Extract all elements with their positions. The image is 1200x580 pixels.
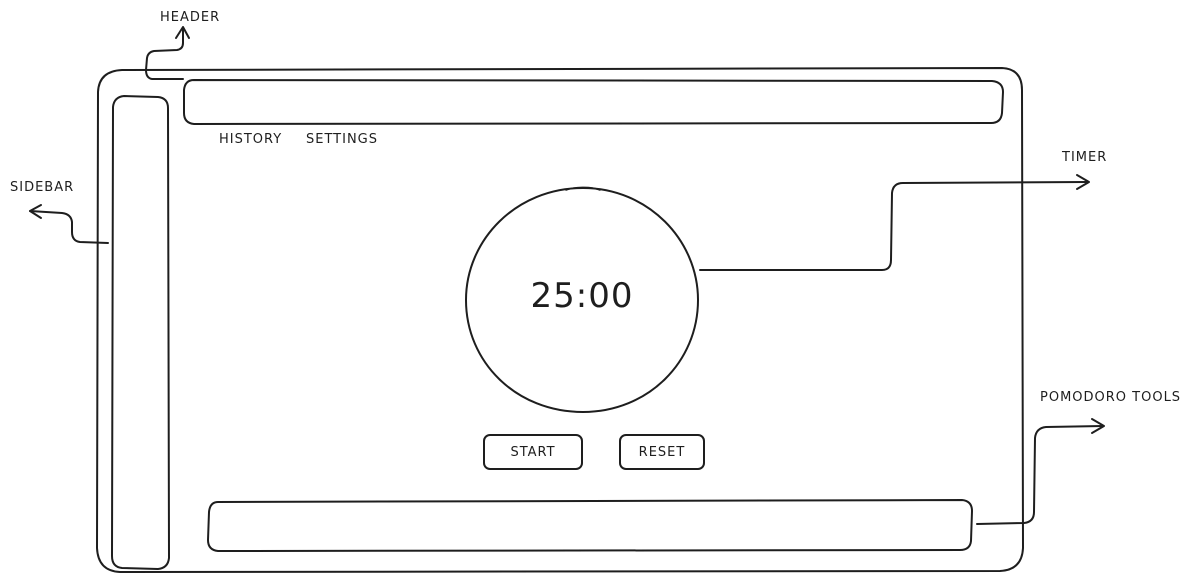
pomodoro-tools-bar: [207, 499, 973, 552]
header-annotation: HEADER: [160, 10, 221, 25]
header-arrow: [145, 27, 184, 80]
app-window-frame: [96, 67, 1024, 573]
nav-settings-link[interactable]: SETTINGS: [306, 132, 379, 147]
header-arrow-head: [175, 26, 190, 39]
timer-display: 25:00: [530, 276, 634, 316]
pomodoro-tools-annotation: POMODORO TOOLS: [1040, 390, 1182, 405]
timer-circle-overdraw: [565, 186, 601, 191]
start-button[interactable]: START: [483, 434, 583, 470]
timer-circle: [465, 187, 699, 413]
pomodoro-tools-arrow-head: [1091, 418, 1105, 434]
sidebar-panel: [111, 95, 170, 570]
header-bar: [183, 79, 1004, 125]
nav-history-link[interactable]: HISTORY: [219, 132, 283, 147]
sidebar-annotation: SIDEBAR: [10, 180, 75, 195]
timer-arrow: [699, 181, 1089, 271]
reset-button[interactable]: RESET: [619, 434, 705, 470]
pomodoro-tools-arrow: [976, 425, 1104, 525]
timer-annotation: TIMER: [1062, 150, 1108, 165]
sidebar-arrow-head: [29, 204, 42, 219]
timer-arrow-head: [1076, 174, 1090, 190]
sidebar-arrow: [29, 210, 109, 244]
